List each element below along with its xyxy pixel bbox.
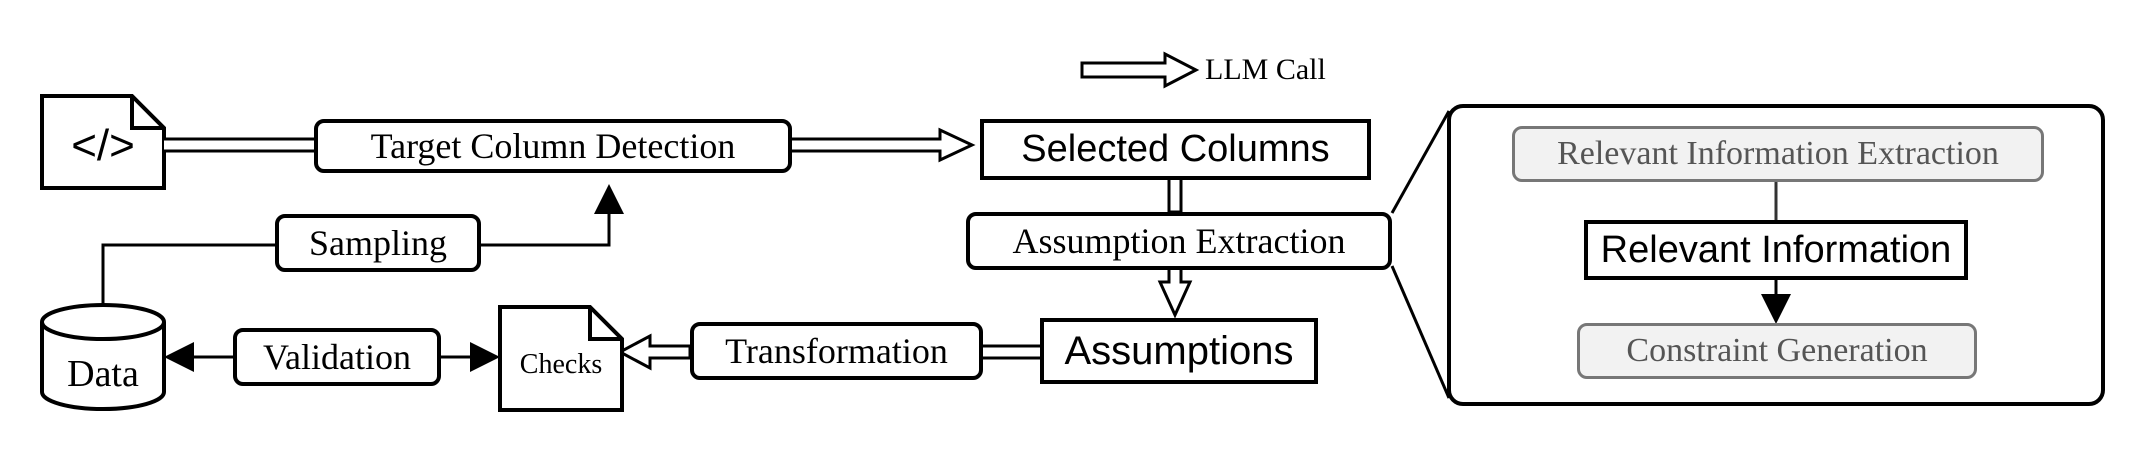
transformation-node: Transformation [690,322,983,380]
code-to-detection-connector [164,137,320,153]
constraint-generation-node: Constraint Generation [1577,323,1977,379]
detection-to-selected-arrow [788,127,976,163]
sampling-label: Sampling [308,223,447,263]
code-icon-glyph: </> [71,121,135,170]
data-label: Data [67,353,139,395]
selected-columns-node: Selected Columns [980,119,1371,180]
extraction-to-assumptions-arrow [1157,266,1193,319]
checks-file-icon [498,305,624,412]
relevant-information-node: Relevant Information [1584,220,1968,280]
target-column-detection-label: Target Column Detection [370,126,736,166]
assumption-extraction-label: Assumption Extraction [1012,221,1346,261]
llm-call-legend-arrow [1080,51,1200,89]
sampling-node: Sampling [275,214,481,272]
data-sampling-connector [101,184,624,307]
zoom-lines [1390,110,1451,399]
relevant-information-label: Relevant Information [1600,228,1952,271]
target-column-detection-node: Target Column Detection [314,119,792,173]
assumptions-node: Assumptions [1040,318,1318,384]
data-cylinder-icon [40,303,166,411]
assumptions-to-transformation-connector [979,344,1042,360]
llm-call-legend-label: LLM Call [1205,53,1326,86]
checks-label: Checks [519,349,603,380]
validation-node: Validation [233,328,441,386]
code-file-icon [40,94,166,190]
transformation-label: Transformation [725,331,948,371]
constraint-generation-label: Constraint Generation [1626,332,1928,369]
validation-label: Validation [263,337,411,377]
assumptions-label: Assumptions [1064,328,1294,373]
relevant-information-extraction-label: Relevant Information Extraction [1557,135,1999,172]
transformation-to-checks-arrow [616,333,692,371]
assumption-extraction-node: Assumption Extraction [966,212,1392,270]
selected-to-extraction-connector [1167,178,1183,214]
selected-columns-label: Selected Columns [1021,128,1330,170]
relevant-information-extraction-node: Relevant Information Extraction [1512,126,2044,182]
